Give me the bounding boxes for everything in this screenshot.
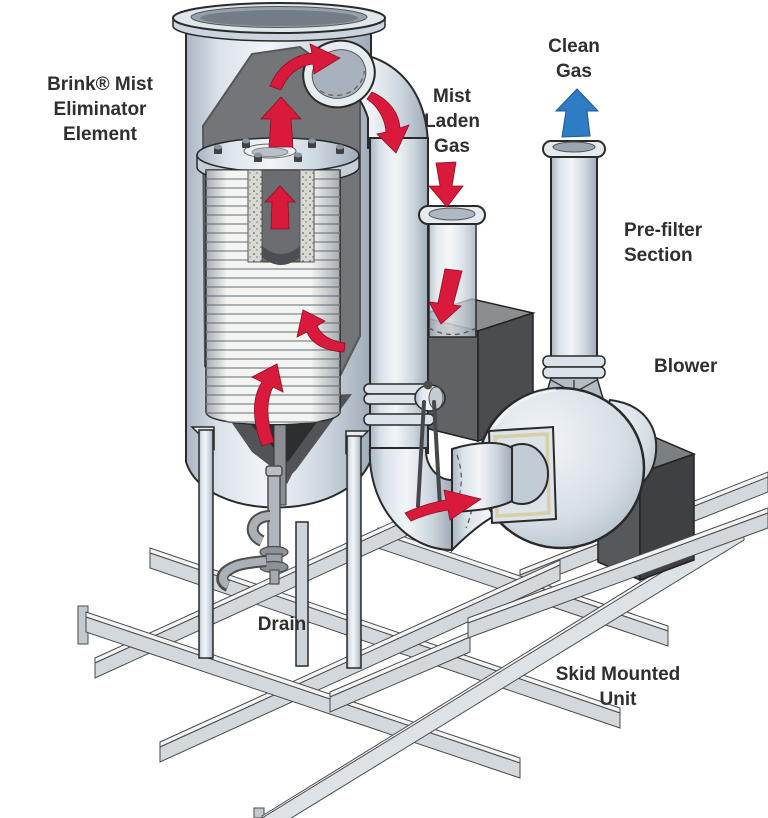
mist-eliminator-vessel xyxy=(172,2,386,669)
label-line: Unit xyxy=(599,689,637,710)
label-line: Laden xyxy=(424,111,480,132)
label-line: Section xyxy=(624,245,693,266)
mist-eliminator-element xyxy=(196,135,360,426)
vessel-top-flange xyxy=(172,2,386,42)
label-skid-mounted-unit: Skid Mounted Unit xyxy=(556,662,681,712)
clean-gas-stack xyxy=(539,140,609,413)
label-clean-gas: Clean Gas xyxy=(548,34,600,84)
label-prefilter-section: Pre-filter Section xyxy=(624,218,702,268)
label-line: Gas xyxy=(434,136,470,157)
vessel-legs xyxy=(190,426,370,669)
label-line: Pre-filter xyxy=(624,220,703,241)
stack-pipe xyxy=(550,154,598,361)
stack-top-flange xyxy=(542,140,606,158)
mist-laden-gas-arrow-icon xyxy=(428,161,464,208)
blower xyxy=(404,386,658,550)
label-line: Drain xyxy=(257,614,307,635)
stack-flange-joint xyxy=(542,355,606,379)
label-line: Clean xyxy=(548,36,600,57)
skid-beam xyxy=(253,517,745,818)
label-line: Eliminator xyxy=(53,99,147,120)
skid-beam xyxy=(467,507,768,639)
inlet-cone xyxy=(451,441,513,514)
mist-flow-arrow-in-pipe-icon xyxy=(428,268,463,325)
label-line: Element xyxy=(63,124,137,145)
mist-inlet-pipe xyxy=(418,205,486,338)
label-line: Blower xyxy=(654,356,718,377)
label-brink-mist-eliminator: Brink® Mist Eliminator Element xyxy=(47,72,153,147)
fiber-bed-right xyxy=(299,169,315,263)
flange-bolts xyxy=(214,135,344,162)
drain-cap xyxy=(265,465,283,477)
label-blower: Blower xyxy=(654,354,717,379)
clean-gas-arrow-icon xyxy=(554,88,600,138)
label-line: Brink® Mist xyxy=(47,74,153,95)
drain-piping xyxy=(216,465,289,592)
label-mist-laden-gas: Mist Laden Gas xyxy=(424,84,480,159)
label-line: Skid Mounted xyxy=(555,664,681,685)
vessel-leg xyxy=(295,521,309,667)
label-line: Mist xyxy=(432,86,471,107)
flow-arrow-under-element-icon xyxy=(251,363,284,447)
flow-arrow-exit-top-icon xyxy=(269,43,341,91)
flow-arrow-up-element-icon xyxy=(260,96,302,148)
inlet-pipe-flange xyxy=(418,205,486,225)
flow-arrow-pipe-bend-icon xyxy=(366,91,410,154)
label-drain: Drain xyxy=(258,612,307,637)
vessel-leg xyxy=(346,435,362,669)
vessel-leg xyxy=(198,429,214,659)
flow-arrow-to-blower-icon xyxy=(404,489,482,522)
pipe-elbow xyxy=(368,447,453,552)
flow-arrow-up-core-icon xyxy=(264,185,296,230)
flow-arrow-into-element-icon xyxy=(296,309,346,353)
label-line: Gas xyxy=(556,61,592,82)
damper-handle xyxy=(414,380,446,508)
fiber-bed-left xyxy=(247,169,263,263)
